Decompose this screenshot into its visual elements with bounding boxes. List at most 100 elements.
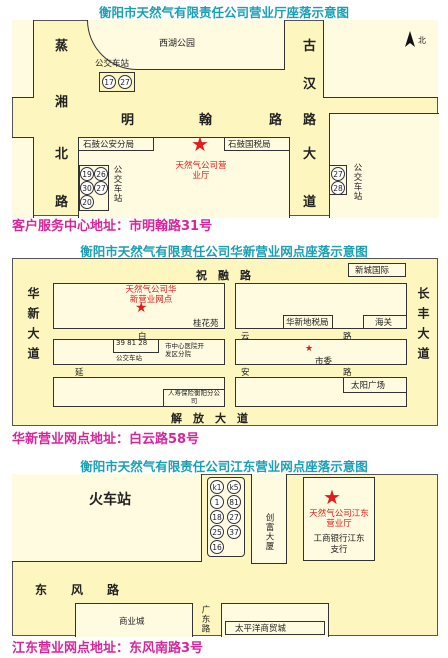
map3-bus-route: 25 (210, 525, 224, 539)
map3-office-label: 天然气公司江东营业厅 (309, 509, 369, 529)
map1-office-label: 天然气公司营业厅 (175, 161, 227, 181)
map2-hospital: 市中心医院开发区分院 (165, 342, 204, 358)
map3-mall-block (75, 603, 193, 637)
map3-station-block (12, 474, 202, 562)
map1-bus-route: 27 (118, 75, 132, 89)
map3-taipingyang: 太平洋商贸城 (235, 624, 287, 634)
map2-bus-box (113, 339, 159, 353)
map2-road-baiyun-yun: 云 (241, 332, 250, 342)
map3-bus-route: k5 (227, 480, 241, 494)
map1-bus-right-label: 公交车站 (352, 163, 362, 201)
map2-xinchengguoji-box (348, 263, 406, 277)
map3-taipingyang-box (225, 621, 325, 635)
map3-bus-route: k1 (210, 480, 224, 494)
north-arrow-icon (405, 31, 415, 47)
map1-bus-route: 30 (80, 181, 94, 195)
map2-bus-routes: 39 81 28 (116, 339, 148, 347)
map1-road-dao: 道 (303, 195, 317, 210)
map1-police-box (78, 137, 154, 151)
map2-block-ne (235, 283, 407, 329)
map2-road-yanan-lu: 路 (343, 368, 352, 378)
map1-panel: 西湖公园 公交车站 17 27 蒸 湘 北 路 古 汉 路 大 道 明 翰 路 … (12, 20, 439, 218)
map3-road-dongfeng: 东 风 路 (35, 583, 120, 597)
map2-road-zhurong: 祝 融 路 (196, 269, 251, 282)
map1-road-da: 大 (303, 147, 317, 162)
map1-sw-block (12, 137, 34, 218)
map3-mall: 商业城 (119, 617, 145, 627)
map1-bus-route: 19 (80, 167, 94, 181)
map1-bus-left-label: 公交车站 (112, 165, 122, 203)
map3-title: 衡阳市天然气有限责任公司江东营业网点座落示意图 (80, 459, 368, 474)
map1-bus-stop-top-box (99, 72, 135, 92)
map1-address: 客户服务中心地址：市明翰路31号 (12, 219, 213, 234)
map2-customs: 海关 (375, 318, 393, 328)
map2-road-yanan-yan: 延 (75, 368, 84, 378)
map2-sun-square-box (343, 377, 407, 393)
map2-sun-square: 太阳广场 (351, 381, 386, 391)
map1-road-gu: 古 (303, 39, 317, 54)
map1-road-bei: 北 (55, 147, 69, 162)
map1-bus-route: 27 (94, 181, 108, 195)
map2-road-changfeng: 长丰大道 (416, 287, 430, 367)
map2-guihuayuan: 桂花苑 (193, 319, 219, 329)
map2-xinchengguoji: 新城国际 (355, 266, 390, 276)
map3-guangdong-road: 广东路 (200, 605, 210, 634)
map1-road-ming: 明 (121, 113, 135, 128)
map2-block-nw (53, 283, 225, 329)
map2-office-label: 天然气公司华新营业网点 (125, 285, 177, 305)
map2-road-baiyun-bai: 白 (138, 332, 147, 342)
map1-north-label: 北 (418, 36, 426, 45)
map1-ne-block (323, 20, 438, 98)
map3-bus-route: 37 (227, 525, 241, 539)
map3-office-block (303, 477, 375, 561)
map1-road-han-lu: 路 (303, 113, 317, 128)
map2-title: 衡阳市天然气有限责任公司华新营业网点座落示意图 (80, 244, 368, 259)
map1-bus-left-box (79, 165, 109, 211)
map2-insurance: 人寿保险衡阳分公司 (168, 389, 220, 405)
map2-road-baiyun-lu: 路 (343, 332, 352, 342)
map1-title: 衡阳市天然气有限责任公司营业厅座落示意图 (98, 5, 349, 20)
map3-chuangfu: 创富大厦 (264, 513, 274, 551)
map1-road-han: 汉 (303, 77, 317, 92)
map2-city-committee-star-icon: ★ (305, 344, 314, 354)
map2-city-committee: 市委 (315, 357, 333, 367)
map2-huaxin-tax-box (283, 315, 333, 329)
map3-station: 火车站 (89, 492, 131, 508)
map3-address: 江东营业网点地址：东风南路3号 (12, 641, 204, 656)
map1-nw-block (12, 20, 34, 98)
map1-tax: 石鼓国税局 (228, 140, 271, 150)
map2-address: 华新营业网点地址：白云路58号 (12, 432, 200, 447)
map1-tax-box (224, 137, 290, 151)
map1-road-han2: 翰 (199, 113, 213, 128)
map1-road-lu: 路 (55, 195, 69, 210)
map3-chuangfu-block (251, 474, 287, 564)
map2-panel: 祝 融 路 华新大道 长丰大道 新城国际 ★ 天然气公司华新营业网点 桂花苑 华… (12, 258, 438, 426)
map1-se-block (329, 113, 439, 218)
map2-block-e (235, 339, 407, 365)
map2-bus-label: 公交车站 (116, 354, 142, 362)
map1-bus-route: 26 (94, 167, 108, 181)
map3-panel: 火车站 k1 k5 1 81 18 27 25 37 16 创富大厦 ★ 天然气… (12, 474, 438, 637)
map1-police: 石鼓公安分局 (83, 140, 135, 150)
map3-office-star-icon: ★ (323, 485, 341, 509)
map3-bus-route: 18 (210, 510, 224, 524)
map2-insurance-box (163, 389, 225, 407)
map1-park-label: 西湖公园 (159, 39, 196, 49)
map3-icbc: 工商银行江东支行 (313, 534, 365, 555)
map1-road-xiang: 湘 (55, 95, 69, 110)
map3-taipingyang-block (221, 603, 329, 637)
map2-road-huaxin: 华新大道 (26, 287, 40, 367)
map2-huaxin-tax: 华新地税局 (286, 318, 329, 328)
map1-bus-route: 27 (331, 167, 345, 181)
map1-road-ming-lu: 路 (269, 113, 283, 128)
map3-bus-route: 16 (210, 540, 224, 554)
map3-bus-route: 81 (227, 495, 241, 509)
map1-park-block (87, 20, 285, 70)
map3-bus-route: 27 (227, 510, 241, 524)
map2-office-star-icon: ★ (135, 300, 148, 316)
map3-bus-route: 1 (210, 495, 224, 509)
map2-customs-box (363, 315, 407, 329)
map1-bus-route: 20 (80, 195, 94, 209)
map1-road-zheng: 蒸 (55, 39, 69, 54)
map2-road-yanan-an: 安 (241, 368, 250, 378)
